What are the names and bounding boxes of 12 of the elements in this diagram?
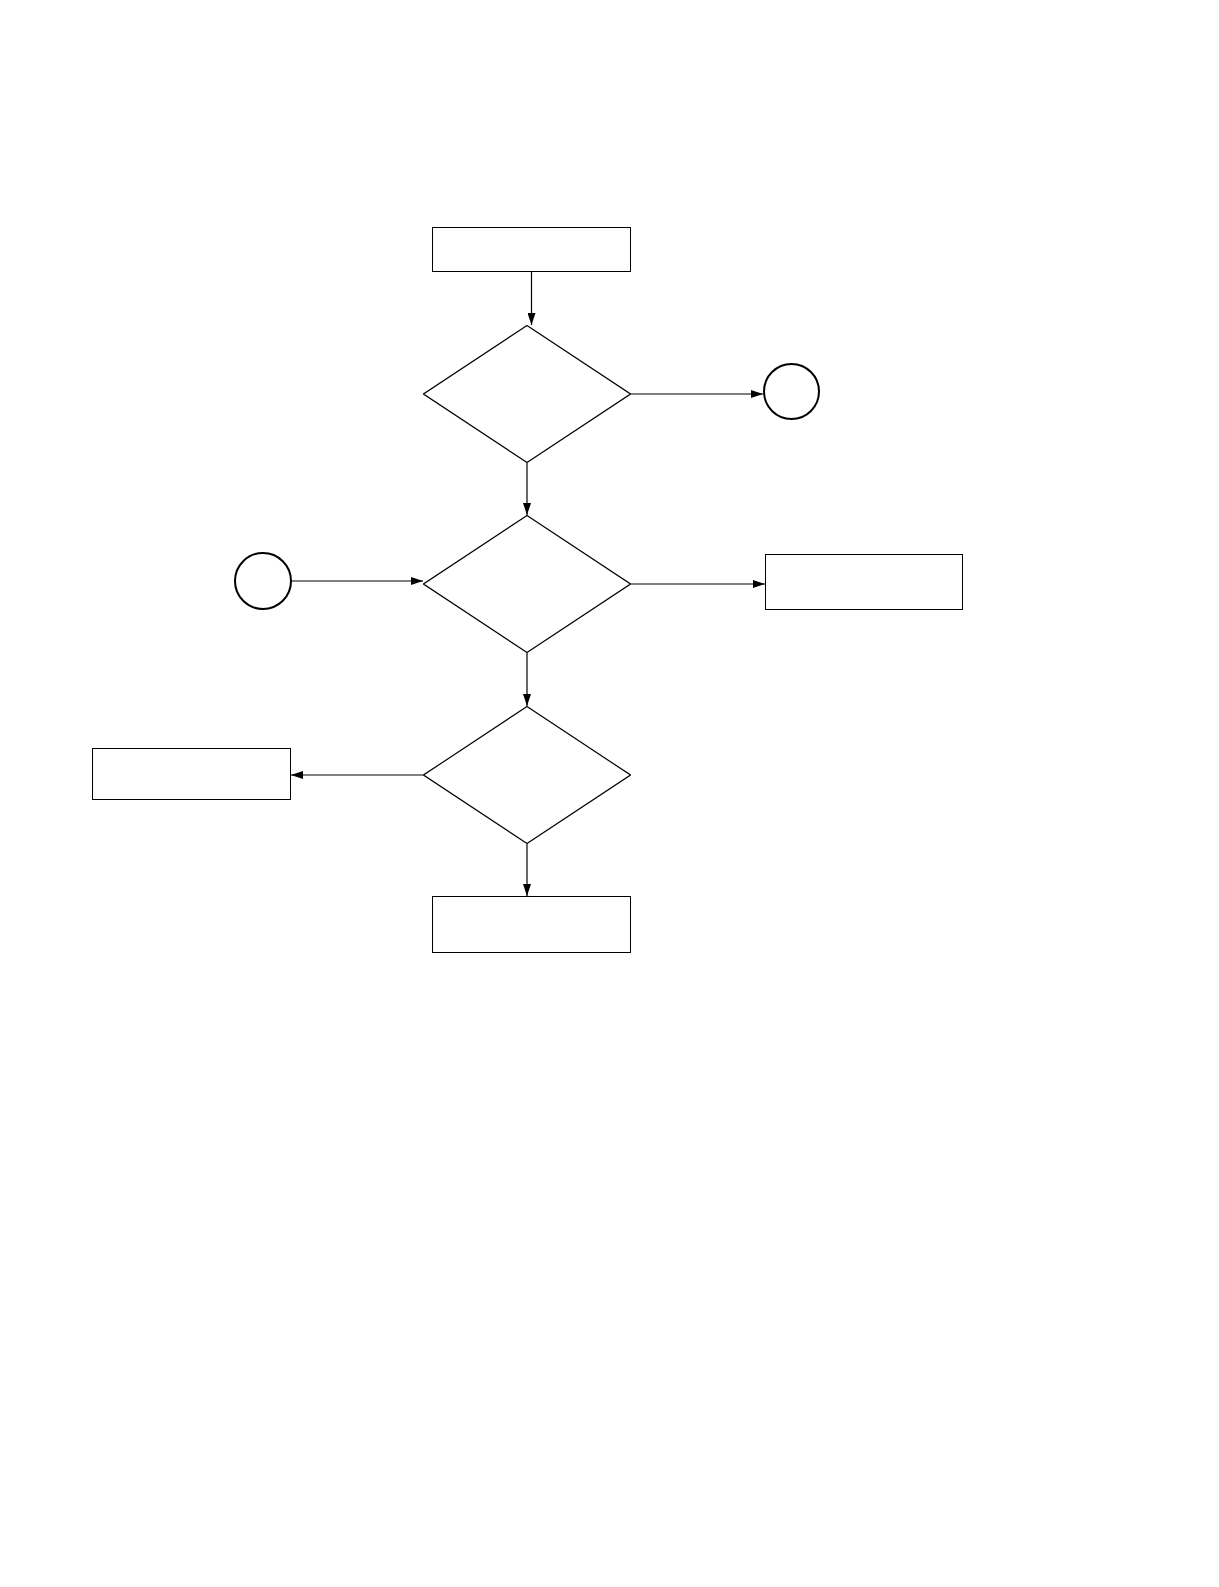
arrow	[523, 652, 531, 707]
process-box	[765, 554, 963, 610]
process-box	[432, 227, 631, 272]
arrow	[523, 462, 531, 516]
process-box	[432, 896, 631, 953]
arrow	[290, 771, 424, 779]
arrow	[630, 390, 764, 398]
arrow	[527, 271, 536, 326]
arrow	[523, 843, 531, 897]
process-box	[92, 748, 291, 800]
arrow	[291, 577, 424, 585]
arrow	[630, 580, 766, 588]
